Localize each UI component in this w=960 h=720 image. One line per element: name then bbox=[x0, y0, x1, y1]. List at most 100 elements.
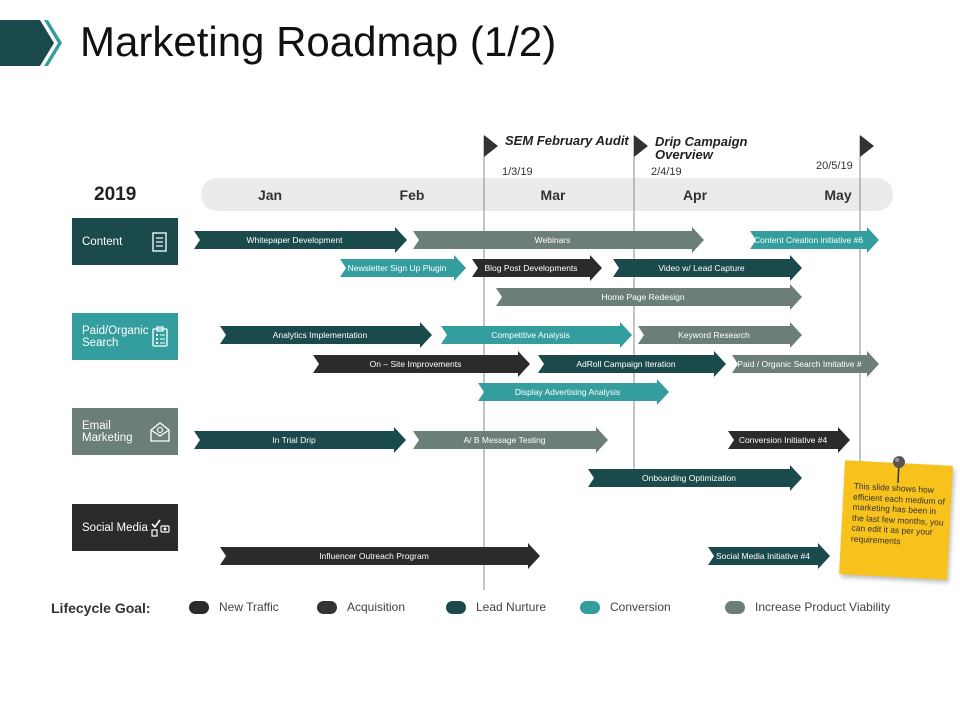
milestone-flag-icon bbox=[484, 135, 498, 157]
task-label: Display Advertising Analysis bbox=[515, 387, 620, 397]
month-mar: Mar bbox=[540, 187, 566, 203]
legend-title: Lifecycle Goal: bbox=[51, 600, 151, 616]
task-arrow-shape bbox=[413, 427, 608, 453]
task-arrow: Newsletter Sign Up Plugin bbox=[340, 255, 466, 281]
task-arrow-shape bbox=[496, 284, 802, 310]
task-label: Whitepaper Development bbox=[247, 235, 344, 245]
category-label: Social Media bbox=[82, 521, 148, 534]
envelope-icon bbox=[150, 421, 170, 442]
task-arrow: Conversion Initiative #4 bbox=[728, 427, 850, 453]
task-arrow-shape bbox=[708, 543, 830, 569]
sticky-note: This slide shows how efficient each medi… bbox=[839, 456, 953, 580]
task-arrow-shape bbox=[220, 322, 432, 348]
task-label: Webinars bbox=[535, 235, 571, 245]
task-arrow: Keyword Research bbox=[638, 322, 802, 348]
category-label: Content bbox=[82, 235, 123, 248]
category-social-media: Social Media bbox=[72, 504, 178, 551]
task-arrow: A/ B Message Testing bbox=[413, 427, 608, 453]
task-arrow-shape bbox=[340, 255, 466, 281]
task-label: Competitive Analysis bbox=[491, 330, 569, 340]
category-email-marketing: Email Marketing bbox=[72, 408, 178, 455]
task-arrow: Competitive Analysis bbox=[441, 322, 632, 348]
task-arrow: In Trial Drip bbox=[194, 427, 406, 453]
task-arrow-shape bbox=[728, 427, 850, 453]
task-label: Content Creation initiative #6 bbox=[754, 235, 863, 245]
sticky-note-text: This slide shows how efficient each medi… bbox=[850, 480, 946, 546]
milestone-date-sem-audit: 1/3/19 bbox=[502, 166, 533, 178]
milestone-label-sem-audit: SEM February Audit bbox=[505, 133, 629, 148]
legend-item-new-traffic: New Traffic bbox=[189, 600, 279, 614]
task-label: Influencer Outreach Program bbox=[319, 551, 429, 561]
legend-label: New Traffic bbox=[219, 600, 279, 614]
legend-swatch bbox=[580, 600, 600, 614]
task-arrow-shape bbox=[750, 227, 879, 253]
legend-label: Conversion bbox=[610, 600, 671, 614]
task-label: Onboarding Optimization bbox=[642, 473, 736, 483]
legend-item-lead-nurture: Lead Nurture bbox=[446, 600, 546, 614]
legend-item-increase-product-viability: Increase Product Viability bbox=[725, 600, 890, 614]
category-content: Content bbox=[72, 218, 178, 265]
social-icon bbox=[151, 519, 170, 537]
legend-label: Increase Product Viability bbox=[755, 600, 891, 614]
category-paid-organic-search: Paid/Organic Search bbox=[72, 313, 178, 360]
legend-swatch bbox=[725, 600, 745, 614]
task-label: Conversion Initiative #4 bbox=[739, 435, 828, 445]
task-arrow-shape bbox=[613, 255, 802, 281]
pushpin-icon bbox=[893, 456, 906, 484]
task-arrow-shape bbox=[313, 351, 530, 377]
task-arrow-shape bbox=[588, 465, 802, 491]
task-arrow-shape bbox=[472, 255, 602, 281]
month-band bbox=[201, 178, 893, 211]
task-label: A/ B Message Testing bbox=[463, 435, 545, 445]
task-label: Video w/ Lead Capture bbox=[658, 263, 745, 273]
task-label: Social Media Initiative #4 bbox=[716, 551, 810, 561]
task-arrow: AdRoll Campaign Iteration bbox=[538, 351, 726, 377]
category-label: Paid/Organic Search bbox=[82, 324, 149, 349]
task-arrow: Whitepaper Development bbox=[194, 227, 407, 253]
month-jan: Jan bbox=[257, 187, 283, 203]
page-title: Marketing Roadmap (1/2) bbox=[80, 18, 557, 65]
task-arrow: Webinars bbox=[413, 227, 704, 253]
milestone-date-may: 20/5/19 bbox=[816, 160, 853, 172]
task-arrow: Influencer Outreach Program bbox=[220, 543, 540, 569]
month-apr: Apr bbox=[682, 187, 708, 203]
document-icon bbox=[152, 231, 167, 252]
task-label: On – Site Improvements bbox=[370, 359, 462, 369]
task-arrow-shape bbox=[732, 351, 879, 377]
legend-item-acquisition: Acquisition bbox=[317, 600, 405, 614]
task-label: AdRoll Campaign Iteration bbox=[576, 359, 675, 369]
task-arrow: Paid / Organic Search Imitative # bbox=[732, 351, 879, 377]
milestone-flag-icon bbox=[860, 135, 874, 157]
task-arrow-shape bbox=[538, 351, 726, 377]
task-arrow: Social Media Initiative #4 bbox=[708, 543, 830, 569]
legend-item-conversion: Conversion bbox=[580, 600, 671, 614]
milestone-flag-icon bbox=[634, 135, 648, 157]
task-arrow-shape bbox=[638, 322, 802, 348]
clipboard-icon bbox=[152, 325, 168, 347]
title-chevron-icon bbox=[0, 20, 62, 66]
task-label: Keyword Research bbox=[678, 330, 750, 340]
legend-swatch bbox=[317, 600, 337, 614]
task-label: Home Page Redesign bbox=[601, 292, 684, 302]
task-arrow-shape bbox=[441, 322, 632, 348]
legend-swatch bbox=[446, 600, 466, 614]
task-arrow: Content Creation initiative #6 bbox=[750, 227, 879, 253]
task-arrow: Blog Post Developments bbox=[472, 255, 602, 281]
milestone-label-drip-campaign: Drip Campaign Overview bbox=[655, 134, 748, 162]
month-feb: Feb bbox=[399, 187, 425, 203]
task-label: Paid / Organic Search Imitative # bbox=[737, 359, 862, 369]
task-arrow-shape bbox=[220, 543, 540, 569]
month-may: May bbox=[824, 187, 852, 203]
task-arrow-shape bbox=[194, 427, 406, 453]
task-arrow-shape bbox=[413, 227, 704, 253]
task-arrow: Video w/ Lead Capture bbox=[613, 255, 802, 281]
task-arrow: Home Page Redesign bbox=[496, 284, 802, 310]
task-arrow-shape bbox=[194, 227, 407, 253]
category-label: Email Marketing bbox=[82, 419, 133, 444]
task-arrow: Display Advertising Analysis bbox=[478, 379, 669, 405]
legend-swatch bbox=[189, 600, 209, 614]
legend-label: Acquisition bbox=[347, 600, 406, 614]
task-label: In Trial Drip bbox=[272, 435, 316, 445]
task-arrow: Analytics Implementation bbox=[220, 322, 432, 348]
